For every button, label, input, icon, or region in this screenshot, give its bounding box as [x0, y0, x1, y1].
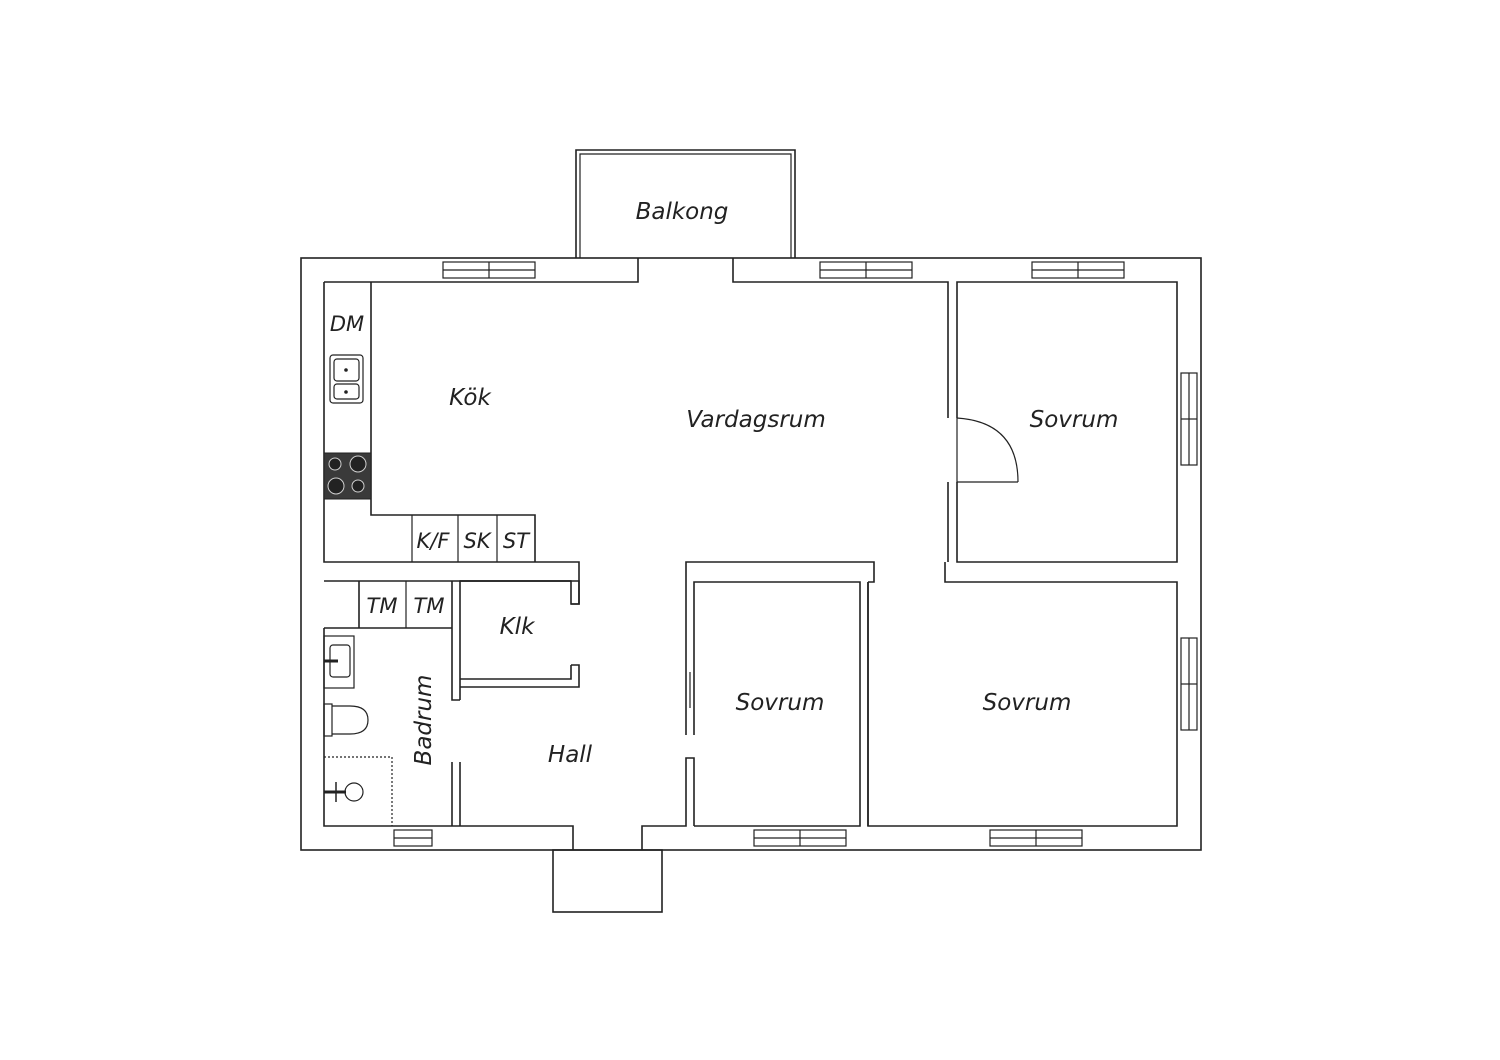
room-label-sovrum-2: Sovrum	[736, 690, 825, 716]
shower-icon	[324, 756, 393, 826]
bathroom-walls	[323, 580, 574, 850]
windows	[393, 261, 1198, 847]
room-label-hall: Hall	[548, 742, 593, 768]
closet-walls	[460, 580, 580, 688]
outer-walls	[300, 257, 1202, 851]
room-label-badrum: Badrum	[411, 675, 437, 766]
room-label-sovrum-1: Sovrum	[1030, 407, 1119, 433]
fixture-label-sk: SK	[463, 529, 492, 553]
fixture-label-st: ST	[503, 529, 531, 553]
room-label-klk: Klk	[500, 614, 536, 640]
room-label-kok: Kök	[449, 385, 492, 411]
fixture-label-tm-1: TM	[367, 594, 398, 618]
toilet-icon	[323, 703, 369, 737]
kitchen-sink-icon	[329, 354, 364, 404]
room-label-sovrum-3: Sovrum	[983, 690, 1072, 716]
fixture-label-tm-2: TM	[414, 594, 445, 618]
bathroom-sink-icon	[323, 635, 355, 689]
room-label-balkong: Balkong	[636, 199, 729, 225]
entrance-step	[552, 849, 663, 913]
bedroom-walls	[685, 561, 875, 827]
fixture-label-dm: DM	[330, 312, 364, 336]
balcony	[575, 149, 796, 258]
hall-walls	[451, 757, 695, 850]
room-label-vardagsrum: Vardagsrum	[686, 407, 826, 433]
fixture-label-kf: K/F	[417, 529, 451, 553]
stove-icon	[323, 452, 372, 500]
bedroom-door-icon	[956, 417, 1019, 483]
